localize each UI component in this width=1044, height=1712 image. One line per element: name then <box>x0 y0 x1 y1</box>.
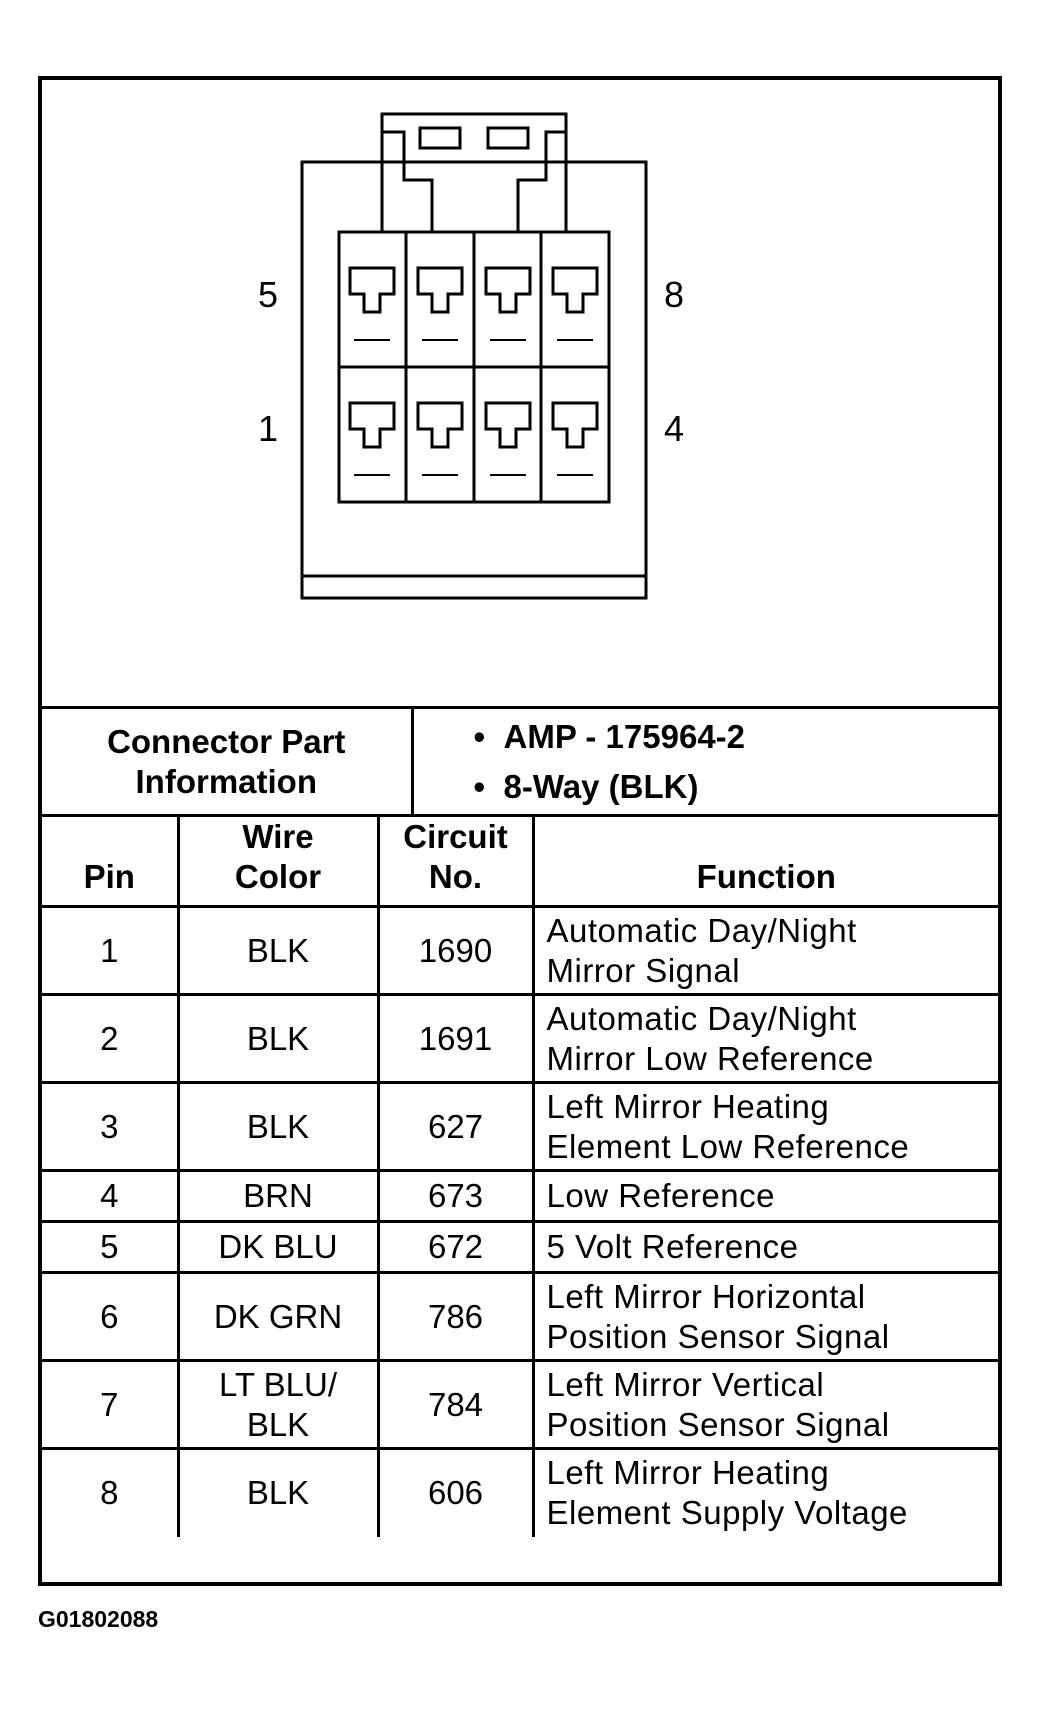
pin-label-top-right: 8 <box>664 274 685 315</box>
connector-latch <box>380 112 568 164</box>
terminal-cavity <box>484 401 532 449</box>
terminal-cavity <box>348 401 396 449</box>
diagram-frame: 5 8 1 4 Connector Part Information •AMP … <box>38 76 1002 1586</box>
connector-diagram: 5 8 1 4 <box>42 80 998 706</box>
latch-window-right <box>486 126 530 150</box>
cell-pin: 8 <box>42 1447 180 1537</box>
pin-label-bottom-right: 4 <box>664 408 685 449</box>
terminal-cavity <box>551 401 599 449</box>
header-pin: Pin <box>42 814 180 908</box>
cell-circuit-no: 784 <box>376 1359 535 1450</box>
cell-wire-color: BLK <box>176 1081 380 1172</box>
cell-pin: 6 <box>42 1271 180 1362</box>
cell-wire-color: BLK <box>176 993 380 1084</box>
terminal-cavity <box>551 266 599 314</box>
terminal-cavities <box>348 266 599 476</box>
part-info-values: •AMP - 175964-2 •8-Way (BLK) <box>412 706 998 814</box>
connector-part-information: Connector Part Information •AMP - 175964… <box>42 706 998 814</box>
cell-pin: 5 <box>42 1220 180 1274</box>
terminal-cavity <box>484 266 532 314</box>
cell-function: 5 Volt Reference <box>531 1220 998 1274</box>
header-function: Function <box>531 814 998 908</box>
cell-pin: 3 <box>42 1081 180 1172</box>
latch-window-left <box>418 126 462 150</box>
cell-wire-color: BRN <box>176 1169 380 1223</box>
terminal-cavity <box>416 401 464 449</box>
pin-label-bottom-left: 1 <box>258 408 279 449</box>
cell-circuit-no: 627 <box>376 1081 535 1172</box>
terminal-cavity <box>416 266 464 314</box>
cell-wire-color: DK BLU <box>176 1220 380 1274</box>
cell-circuit-no: 673 <box>376 1169 535 1223</box>
cell-pin: 4 <box>42 1169 180 1223</box>
cell-wire-color: BLK <box>176 1447 380 1537</box>
pin-label-top-left: 5 <box>258 274 279 315</box>
cell-wire-color: DK GRN <box>176 1271 380 1362</box>
cell-circuit-no: 786 <box>376 1271 535 1362</box>
part-info-label: Connector Part Information <box>42 706 414 814</box>
cell-pin: 7 <box>42 1359 180 1450</box>
cell-function: Low Reference <box>531 1169 998 1223</box>
part-info-item: •AMP - 175964-2 <box>473 717 746 755</box>
figure-id: G01802088 <box>38 1606 159 1632</box>
cell-wire-color: BLK <box>176 905 380 996</box>
cell-pin: 1 <box>42 905 180 996</box>
part-info-item: •8-Way (BLK) <box>473 767 699 805</box>
cell-wire-color: LT BLU/BLK <box>176 1359 380 1450</box>
connector-body <box>300 160 648 600</box>
cell-circuit-no: 606 <box>376 1447 535 1537</box>
cell-circuit-no: 1691 <box>376 993 535 1084</box>
cell-circuit-no: 1690 <box>376 905 535 996</box>
cell-pin: 2 <box>42 993 180 1084</box>
terminal-cavity <box>348 266 396 314</box>
connector-drawing <box>300 112 648 600</box>
cell-circuit-no: 672 <box>376 1220 535 1274</box>
